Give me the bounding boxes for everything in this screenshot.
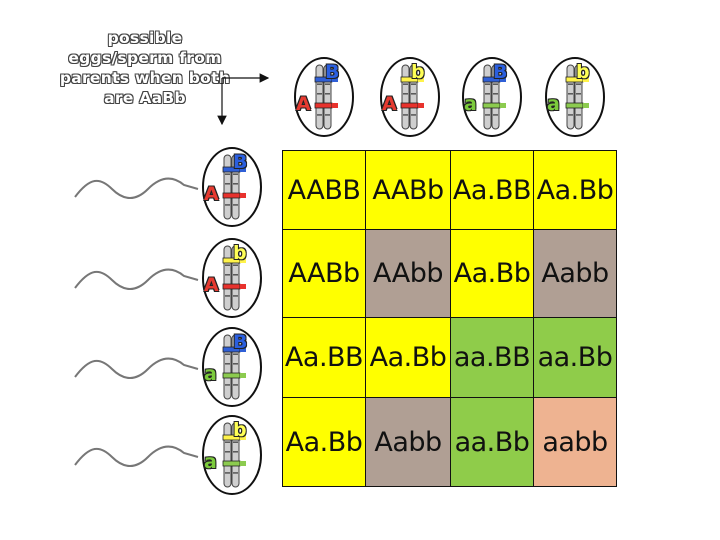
genotype-cell: aabb	[533, 397, 617, 487]
sperm-tail-icon	[70, 258, 200, 298]
allele-label: b	[411, 63, 425, 82]
genotype-cell: AABb	[282, 229, 366, 318]
genotype-cell: Aa.BB	[282, 317, 366, 398]
allele-label: B	[233, 153, 247, 172]
allele-label: B	[493, 63, 507, 82]
allele-label: a	[204, 365, 217, 384]
genotype-cell: aa.BB	[450, 317, 534, 398]
genotype-cell: Aa.Bb	[365, 317, 451, 398]
allele-label: a	[464, 95, 477, 114]
allele-label: B	[233, 333, 247, 352]
allele-label: b	[233, 244, 247, 263]
sperm-tail-icon	[70, 347, 200, 387]
allele-label: B	[325, 63, 339, 82]
genotype-cell: AAbb	[365, 229, 451, 318]
allele-label: b	[576, 63, 590, 82]
allele-label: A	[204, 185, 219, 204]
genotype-cell: Aa.BB	[450, 150, 534, 230]
genotype-cell: Aa.Bb	[282, 397, 366, 487]
allele-label: b	[233, 421, 247, 440]
genotype-cell: AABB	[282, 150, 366, 230]
allele-label: a	[204, 453, 217, 472]
allele-label: A	[296, 95, 311, 114]
allele-label: A	[382, 95, 397, 114]
sperm-tail-icon	[70, 435, 200, 475]
genotype-cell: aa.Bb	[533, 317, 617, 398]
genotype-cell: Aabb	[365, 397, 451, 487]
allele-label: A	[204, 276, 219, 295]
genotype-cell: aa.Bb	[450, 397, 534, 487]
genotype-cell: AABb	[365, 150, 451, 230]
genotype-cell: Aabb	[533, 229, 617, 318]
allele-label: a	[547, 95, 560, 114]
genotype-cell: Aa.Bb	[533, 150, 617, 230]
genotype-cell: Aa.Bb	[450, 229, 534, 318]
sperm-tail-icon	[70, 167, 200, 207]
